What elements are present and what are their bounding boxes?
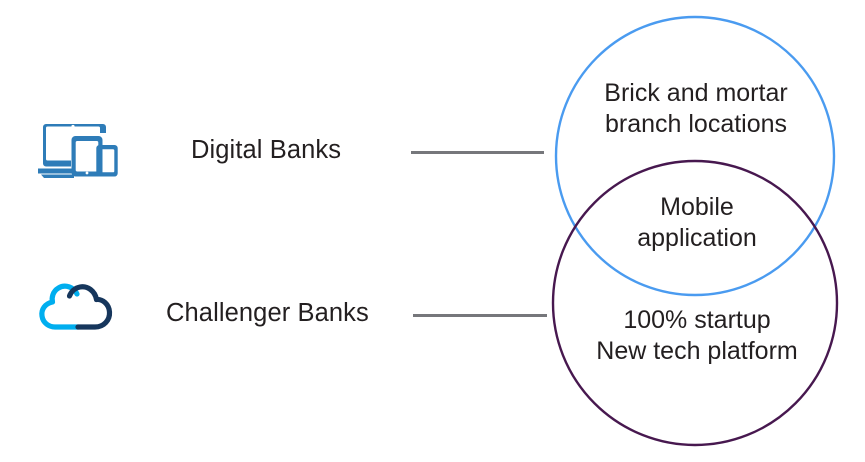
cloud-icon	[38, 282, 120, 348]
legend-item-digital-banks: Digital Banks	[0, 115, 560, 195]
connector-line-digital	[411, 151, 544, 154]
legend-label-challenger-banks: Challenger Banks	[166, 299, 369, 327]
venn-diagram	[548, 8, 858, 454]
legend-label-digital-banks: Digital Banks	[191, 136, 342, 164]
venn-top-label: Brick and mortar branch locations	[604, 79, 788, 138]
venn-bottom-label: 100% startup New tech platform	[596, 306, 798, 365]
devices-icon	[38, 119, 120, 185]
connector-line-challenger	[413, 314, 547, 317]
legend-item-challenger-banks: Challenger Banks	[0, 278, 560, 358]
venn-bottom-circle	[551, 159, 839, 447]
venn-overlap-label: Mobile application	[637, 193, 757, 252]
venn-top-circle	[554, 15, 836, 297]
